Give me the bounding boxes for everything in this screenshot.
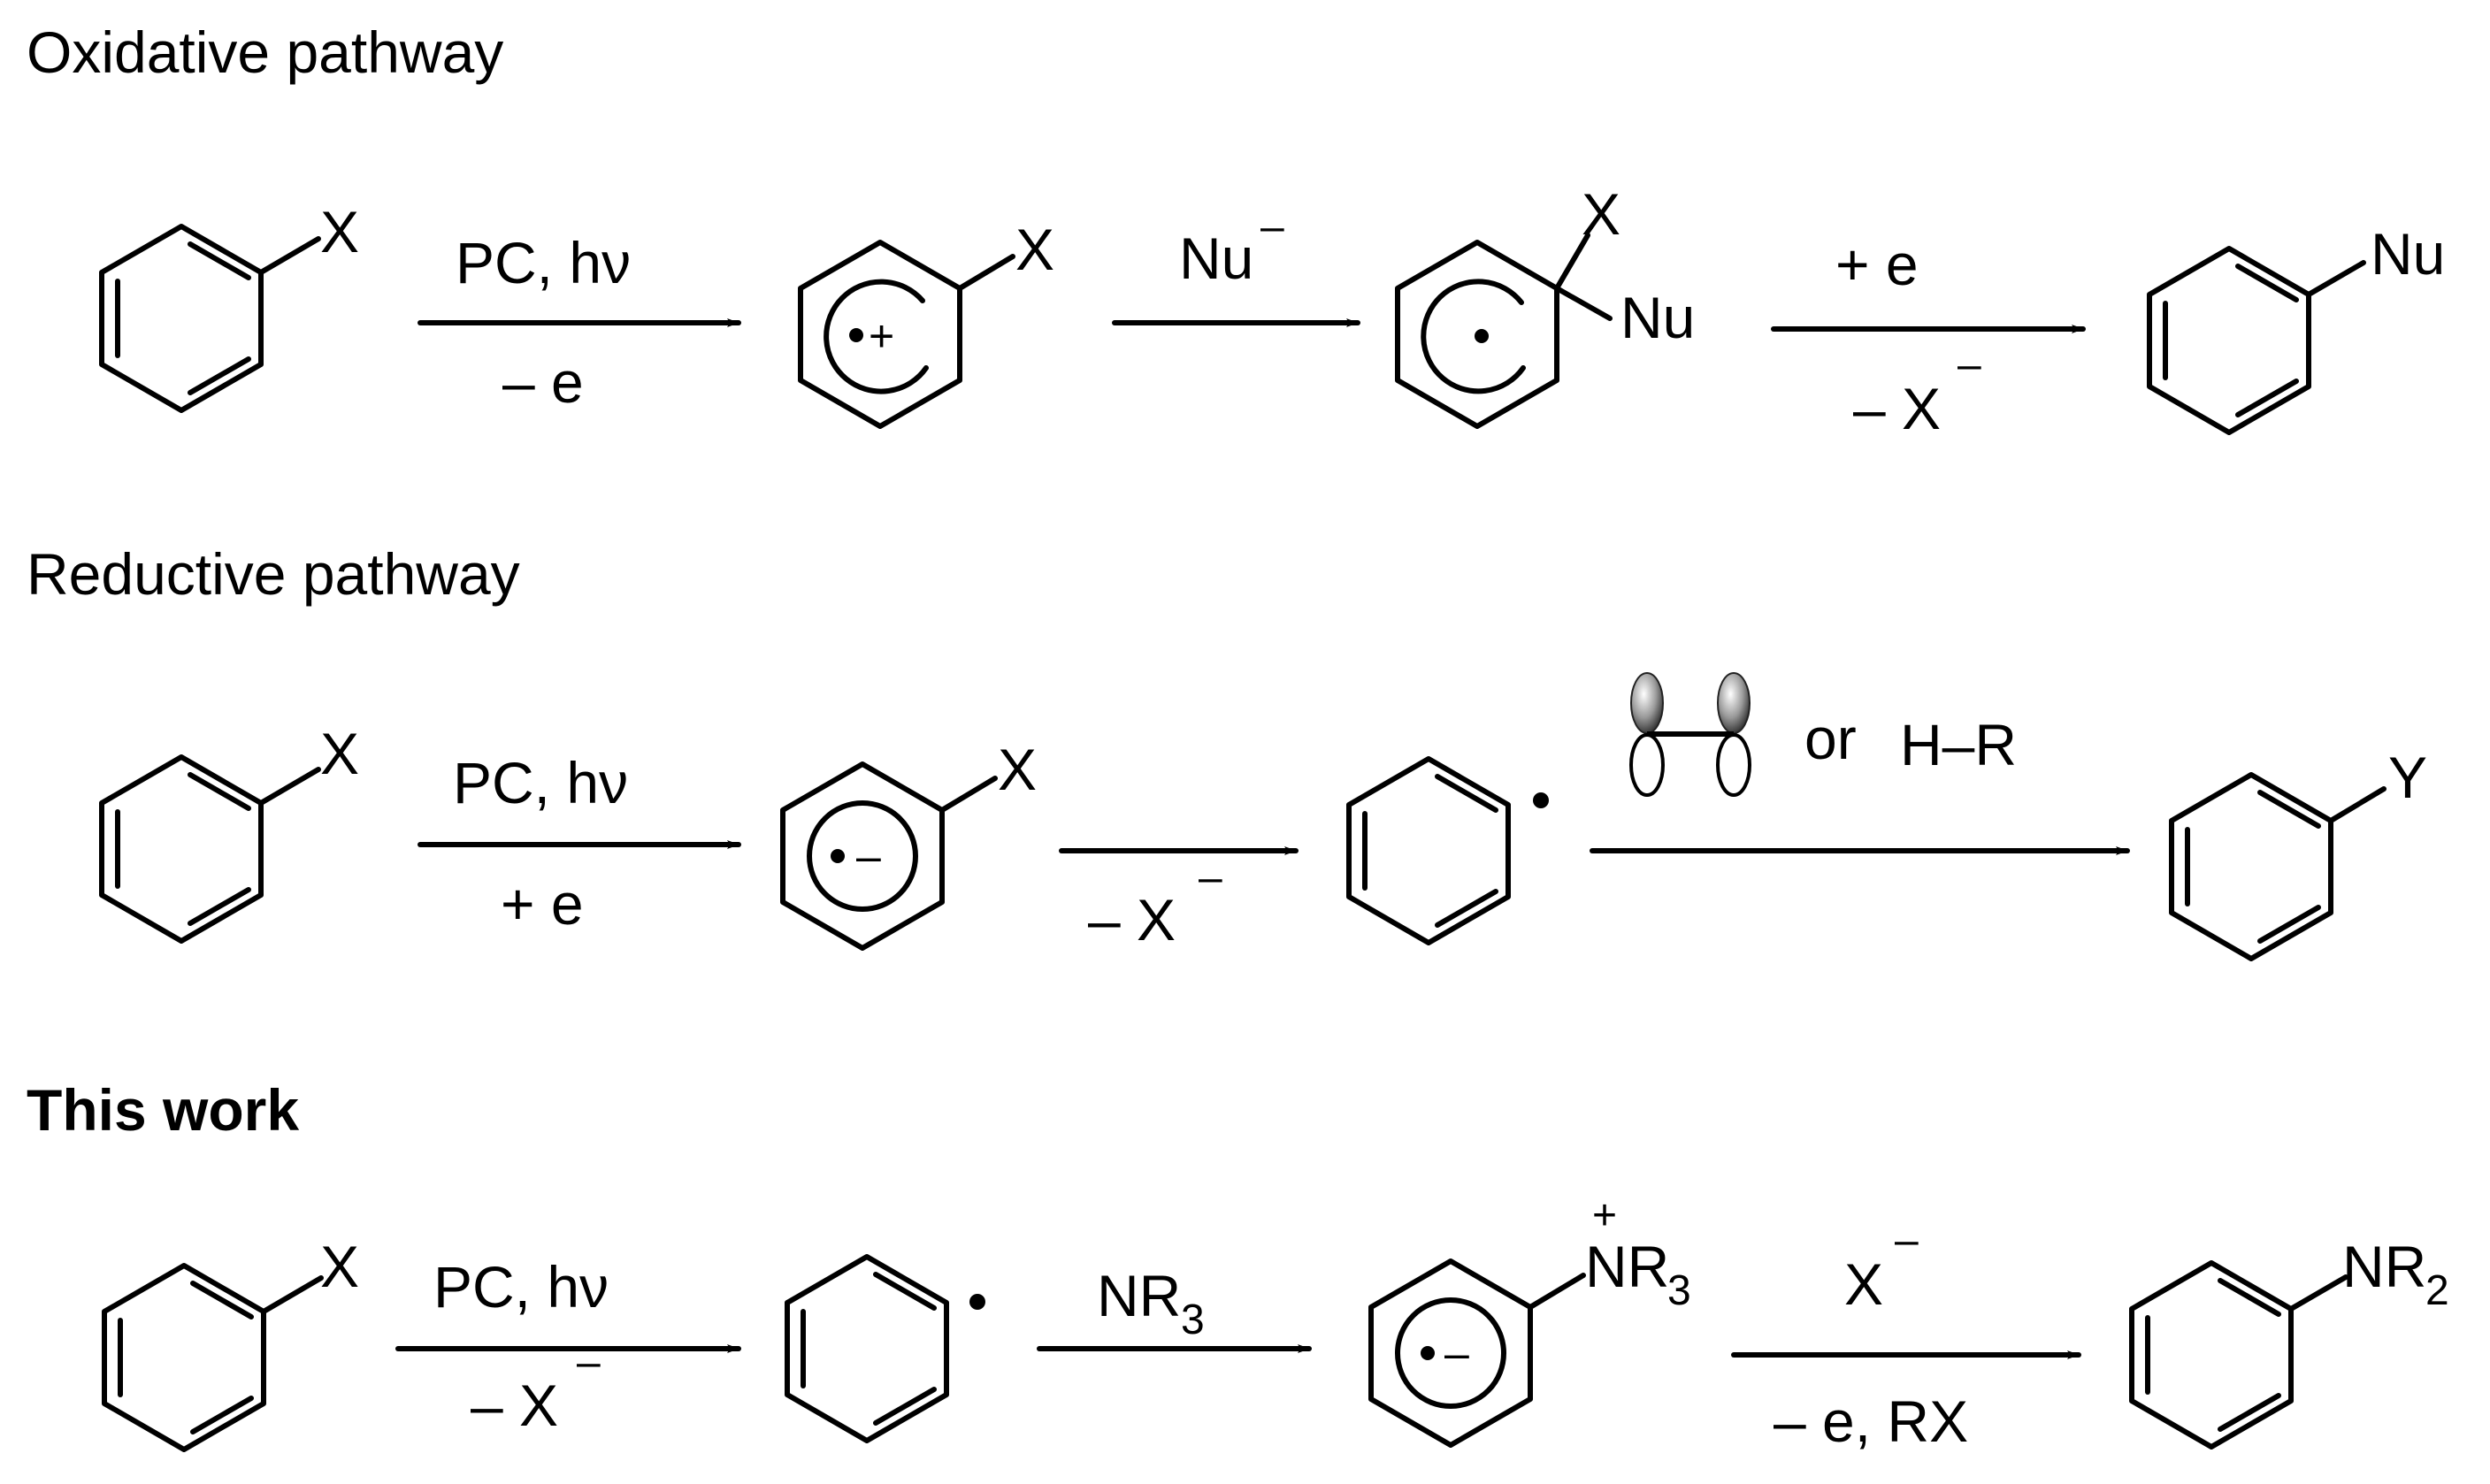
arrow-label-bottom: – e <box>502 349 584 415</box>
arrow-label-bottom: + e <box>501 871 584 937</box>
ammonium-radical-anion-ring <box>1368 1258 1586 1448</box>
atom-x: X <box>320 721 359 786</box>
subscript: 3 <box>1667 1267 1691 1314</box>
subscript: 3 <box>1181 1297 1205 1343</box>
radical-dot <box>969 1294 985 1310</box>
sigma-complex-ring <box>1395 233 1613 429</box>
charge-minus: – <box>1958 341 1981 388</box>
benzene-ring-product-nu <box>2147 246 2366 435</box>
header-oxidative: Oxidative pathway <box>27 19 503 85</box>
charge-plus: + <box>1592 1192 1617 1239</box>
charge-plus: + <box>869 311 894 361</box>
arrow-label-top: NR <box>1097 1263 1181 1328</box>
header-this-work: This work <box>27 1077 299 1143</box>
radical-cation-ring <box>798 240 1015 429</box>
atom-x: X <box>998 737 1037 802</box>
arrow-label-bottom: – X <box>471 1373 558 1438</box>
charge-minus: – <box>1895 1217 1919 1264</box>
atom-y: Y <box>2388 745 2427 810</box>
arrow-label-or: or <box>1804 706 1857 771</box>
subscript: 2 <box>2425 1267 2449 1314</box>
arrow-label-top: PC, hν <box>456 230 631 295</box>
atom-nu: Nu <box>1620 285 1695 350</box>
radical-dot <box>1533 792 1549 808</box>
atom-nr3: NR <box>1585 1234 1669 1299</box>
radical-dot <box>1421 1346 1435 1360</box>
benzene-ring-aryl-halide <box>102 1263 324 1452</box>
radical-dot <box>849 328 863 342</box>
benzene-ring-product-amine <box>2129 1260 2348 1450</box>
benzene-ring-aryl-halide <box>99 224 321 413</box>
atom-x: X <box>320 199 359 264</box>
this-work-row <box>102 1254 2348 1452</box>
charge-minus: – <box>1444 1328 1469 1378</box>
phenyl-radical-ring <box>785 1254 949 1443</box>
p-orbitals-icon <box>1629 672 1751 797</box>
arrow-label-top: Nu <box>1179 226 1253 291</box>
oxidative-row <box>99 224 2366 435</box>
charge-minus: – <box>1260 203 1284 250</box>
atom-x: X <box>320 1234 359 1299</box>
arrow-label-bottom: – e, RX <box>1774 1388 1968 1454</box>
radical-dot <box>1475 329 1489 343</box>
header-reductive: Reductive pathway <box>27 541 520 607</box>
charge-minus: – <box>1199 854 1222 901</box>
arrow-label-hr: H–R <box>1900 712 2017 777</box>
phenyl-radical-ring <box>1346 756 1511 945</box>
atom-x: X <box>1582 181 1620 247</box>
charge-minus: – <box>577 1339 601 1386</box>
benzene-ring-product-y <box>2169 772 2387 961</box>
charge-minus: – <box>856 831 881 881</box>
atom-nr2: NR <box>2342 1234 2426 1299</box>
arrow-label-bottom: – X <box>1853 376 1941 441</box>
benzene-ring-aryl-halide <box>99 754 321 944</box>
radical-dot <box>831 849 845 863</box>
arrow-label-bottom: – X <box>1088 887 1176 952</box>
arrow-label-top: X <box>1844 1251 1883 1317</box>
arrow-label-top: PC, hν <box>433 1254 609 1320</box>
atom-x: X <box>1015 217 1054 282</box>
arrow-label-top: + e <box>1835 232 1919 297</box>
arrow-label-top: PC, hν <box>453 750 628 815</box>
radical-anion-ring <box>780 761 998 951</box>
atom-nu: Nu <box>2371 221 2445 287</box>
reductive-row <box>99 754 2387 961</box>
